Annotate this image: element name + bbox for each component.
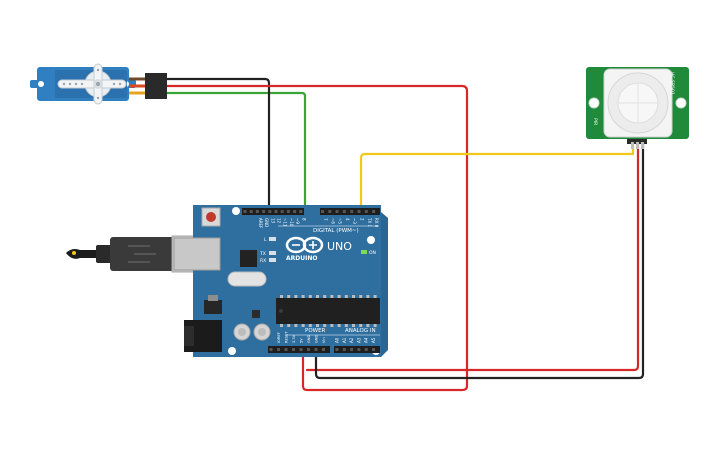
power-pin-label: IOREF: [277, 332, 281, 343]
crystal: [227, 271, 267, 287]
led-label-tx: TX: [259, 251, 266, 257]
reset-button-cap: [206, 212, 216, 222]
status-leds: L TX RX ON: [259, 237, 376, 264]
power-pin-hole[interactable]: [292, 348, 295, 351]
digital-pin-hole[interactable]: [249, 210, 253, 213]
wire-black-servo-gnd[interactable]: [163, 77, 271, 212]
atmega-chip: [276, 298, 380, 324]
analog-pin-label: A2: [349, 337, 354, 343]
digital-pin-hole[interactable]: [357, 210, 361, 213]
led-label-rx: RX: [260, 258, 266, 264]
digital-pin-hole[interactable]: [255, 210, 259, 213]
brand-label: ARDUINO: [286, 255, 317, 262]
pir-label-model: HC-SR501: [669, 72, 675, 95]
digital-pin-hole[interactable]: [342, 210, 346, 213]
analog-pin-label: A1: [342, 337, 347, 343]
power-pin-hole[interactable]: [364, 348, 368, 351]
digital-pin-hole[interactable]: [328, 210, 332, 213]
digital-pin-label: 13: [270, 218, 275, 224]
digital-pin-hole[interactable]: [274, 210, 278, 213]
wire-yellow-pir-signal[interactable]: [359, 140, 635, 212]
led-label-l: L: [264, 237, 267, 243]
digital-pin-hole[interactable]: [364, 210, 368, 213]
power-pin-label: Vin: [322, 337, 326, 343]
power-pin-hole[interactable]: [299, 348, 303, 351]
power-pin-hole[interactable]: [357, 348, 361, 351]
analog-pin-label: A3: [356, 337, 361, 343]
power-pin-hole[interactable]: [277, 348, 280, 351]
digital-pin-label: GND: [264, 218, 269, 227]
digital-header-label: DIGITAL (PWM~): [313, 228, 359, 234]
digital-pin-label: 7: [323, 218, 328, 221]
power-pin-hole[interactable]: [314, 348, 318, 351]
servo-connector: [145, 73, 167, 99]
pir-sensor[interactable]: HC-SR501 PIR: [586, 67, 689, 149]
analog-pin-label: A0: [335, 337, 340, 343]
analog-pin-label: A4: [364, 337, 369, 343]
power-pin-hole[interactable]: [307, 348, 310, 351]
wire-green-servo-signal[interactable]: [163, 91, 307, 212]
model-label: UNO: [327, 240, 352, 253]
analog-header-label: ANALOG IN: [345, 328, 376, 334]
power-pin-hole[interactable]: [269, 348, 273, 351]
digital-pin-label: ~11: [283, 218, 288, 227]
digital-pin-label: 8: [301, 218, 306, 221]
digital-pin-label: ~10: [289, 218, 294, 227]
power-pin-label: GND: [315, 335, 319, 343]
wire-red-pir-vcc[interactable]: [305, 140, 640, 372]
power-pin-label: RESET: [285, 331, 289, 343]
digital-pin-label: RX 0: [374, 218, 379, 228]
power-pin-hole[interactable]: [342, 348, 346, 351]
digital-pin-hole[interactable]: [372, 210, 376, 213]
digital-pin-hole[interactable]: [321, 210, 324, 213]
wire-red-servo-power[interactable]: [163, 84, 469, 392]
voltage-regulator: [204, 300, 222, 314]
digital-pin-hole[interactable]: [293, 210, 297, 213]
power-pin-hole[interactable]: [372, 348, 375, 351]
power-pin-hole[interactable]: [284, 348, 288, 351]
arduino-logo: [285, 236, 324, 254]
digital-pin-hole[interactable]: [280, 210, 284, 213]
power-pin-hole[interactable]: [350, 348, 354, 351]
digital-pin-hole[interactable]: [268, 210, 272, 213]
digital-pin-hole[interactable]: [243, 210, 247, 213]
digital-pin-label: ~3: [352, 218, 357, 224]
digital-pin-label: AREF: [258, 218, 263, 229]
servo-horn: [57, 63, 127, 105]
usb-chip: [240, 250, 257, 267]
digital-pin-hole[interactable]: [262, 210, 266, 213]
digital-pin-hole[interactable]: [335, 210, 339, 213]
digital-pin-label: 2: [360, 218, 365, 221]
digital-pin-label: ~5: [338, 218, 343, 224]
pir-label-side: PIR: [592, 118, 598, 125]
analog-pin-label: A5: [371, 337, 376, 343]
digital-pin-label: ~6: [330, 218, 335, 224]
usb-jack: [173, 237, 221, 271]
power-pin-hole[interactable]: [335, 348, 339, 351]
wire-black-pir-gnd[interactable]: [314, 140, 645, 380]
power-pin-label: GND: [307, 335, 311, 343]
power-pin-hole[interactable]: [322, 348, 325, 351]
pir-pin-header: [627, 139, 647, 144]
power-pin-label: 5V: [300, 338, 304, 343]
digital-pin-hole[interactable]: [350, 210, 354, 213]
digital-pin-label: TX 1: [367, 217, 372, 227]
digital-pin-label: 4: [345, 218, 350, 221]
digital-pin-label: ~9: [295, 218, 300, 224]
power-pin-label: 3.3V: [292, 334, 296, 343]
wires: [163, 77, 645, 392]
power-header-label: POWER: [305, 328, 326, 334]
digital-pin-hole[interactable]: [286, 210, 290, 213]
servo-motor[interactable]: [30, 63, 167, 105]
digital-pin-hole[interactable]: [299, 210, 303, 213]
led-label-on: ON: [369, 250, 376, 256]
digital-pin-label: 12: [277, 218, 282, 224]
